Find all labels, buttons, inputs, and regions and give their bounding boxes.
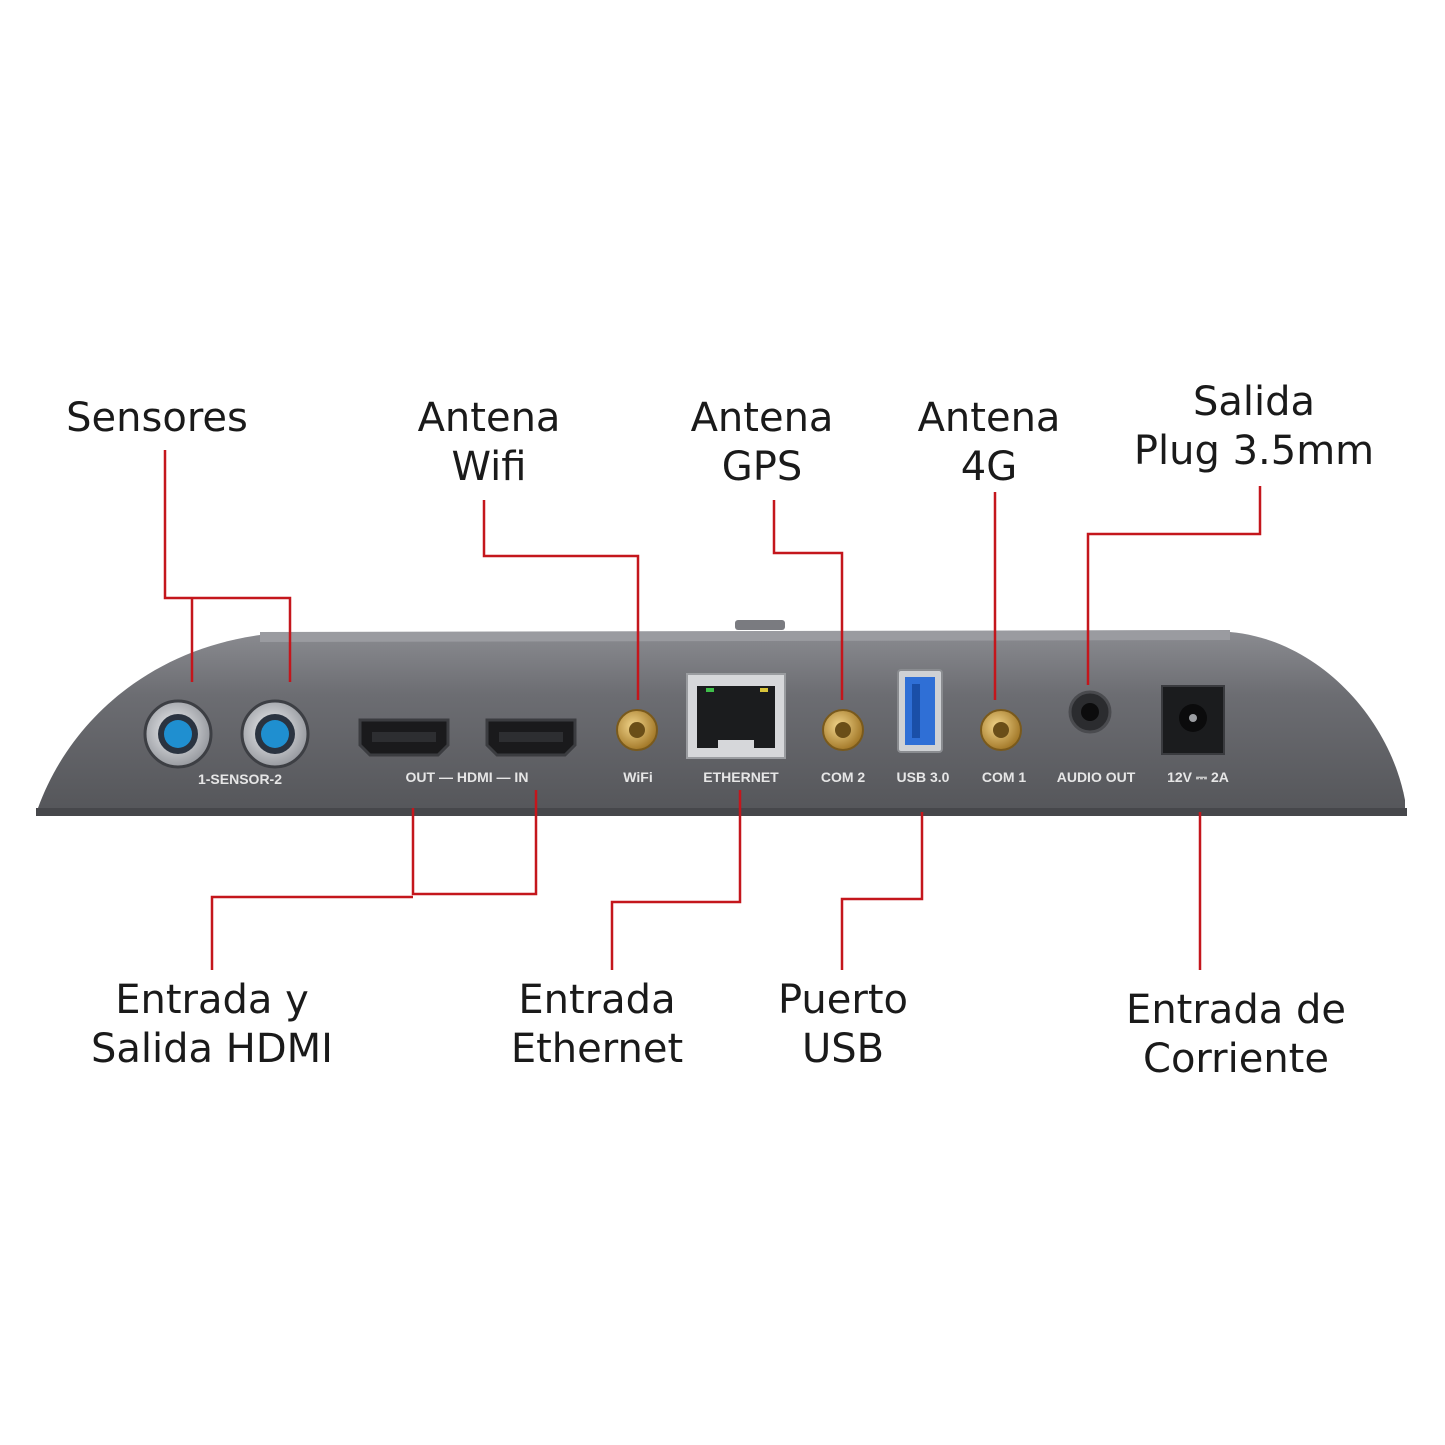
port-label-com2: COM 2: [821, 769, 866, 785]
leader-hdmi: [411, 790, 538, 896]
leader-gps: [772, 500, 844, 700]
leader-hdmi-branch: [210, 895, 413, 970]
leader-lines: [163, 450, 1262, 970]
port-label-usb: USB 3.0: [897, 769, 950, 785]
leader-usb: [840, 812, 924, 970]
port-label-com1: COM 1: [982, 769, 1027, 785]
callout-usb: Puerto USB: [778, 977, 908, 1072]
leader-audio: [1086, 486, 1262, 685]
leader-wifi: [482, 500, 640, 700]
callout-hdmi: Entrada y Salida HDMI: [91, 977, 333, 1072]
port-label-hdmi: OUT — HDMI — IN: [406, 769, 529, 785]
4g-antenna-connector: [980, 709, 1022, 751]
callout-antena-gps: Antena GPS: [690, 395, 834, 490]
gps-antenna-connector: [822, 709, 864, 751]
leader-sensores: [163, 450, 292, 682]
wifi-antenna-connector: [616, 709, 658, 751]
port-label-power: 12V ⎓ 2A: [1167, 769, 1229, 785]
callout-sensores: Sensores: [66, 395, 248, 441]
callout-ethernet: Entrada Ethernet: [510, 977, 684, 1072]
port-label-wifi: WiFi: [623, 769, 652, 785]
port-label-audio: AUDIO OUT: [1057, 769, 1136, 785]
callout-antena-4g: Antena 4G: [917, 395, 1061, 490]
audio-jack: [1068, 690, 1112, 734]
callout-corriente: Entrada de Corriente: [1126, 987, 1346, 1082]
sensor-connector-2: [240, 699, 310, 769]
port-label-sensor: 1-SENSOR-2: [198, 771, 282, 787]
hdmi-out-port: [358, 718, 450, 757]
port-label-ethernet: ETHERNET: [703, 769, 779, 785]
power-jack: [1161, 685, 1225, 755]
hdmi-in-port: [485, 718, 577, 757]
leader-ethernet: [610, 790, 742, 970]
callout-salida-plug: Salida Plug 3.5mm: [1133, 379, 1375, 474]
ethernet-port: [686, 673, 786, 759]
callout-antena-wifi: Antena Wifi: [417, 395, 561, 490]
sensor-connector-1: [143, 699, 213, 769]
usb-port: [897, 669, 943, 753]
